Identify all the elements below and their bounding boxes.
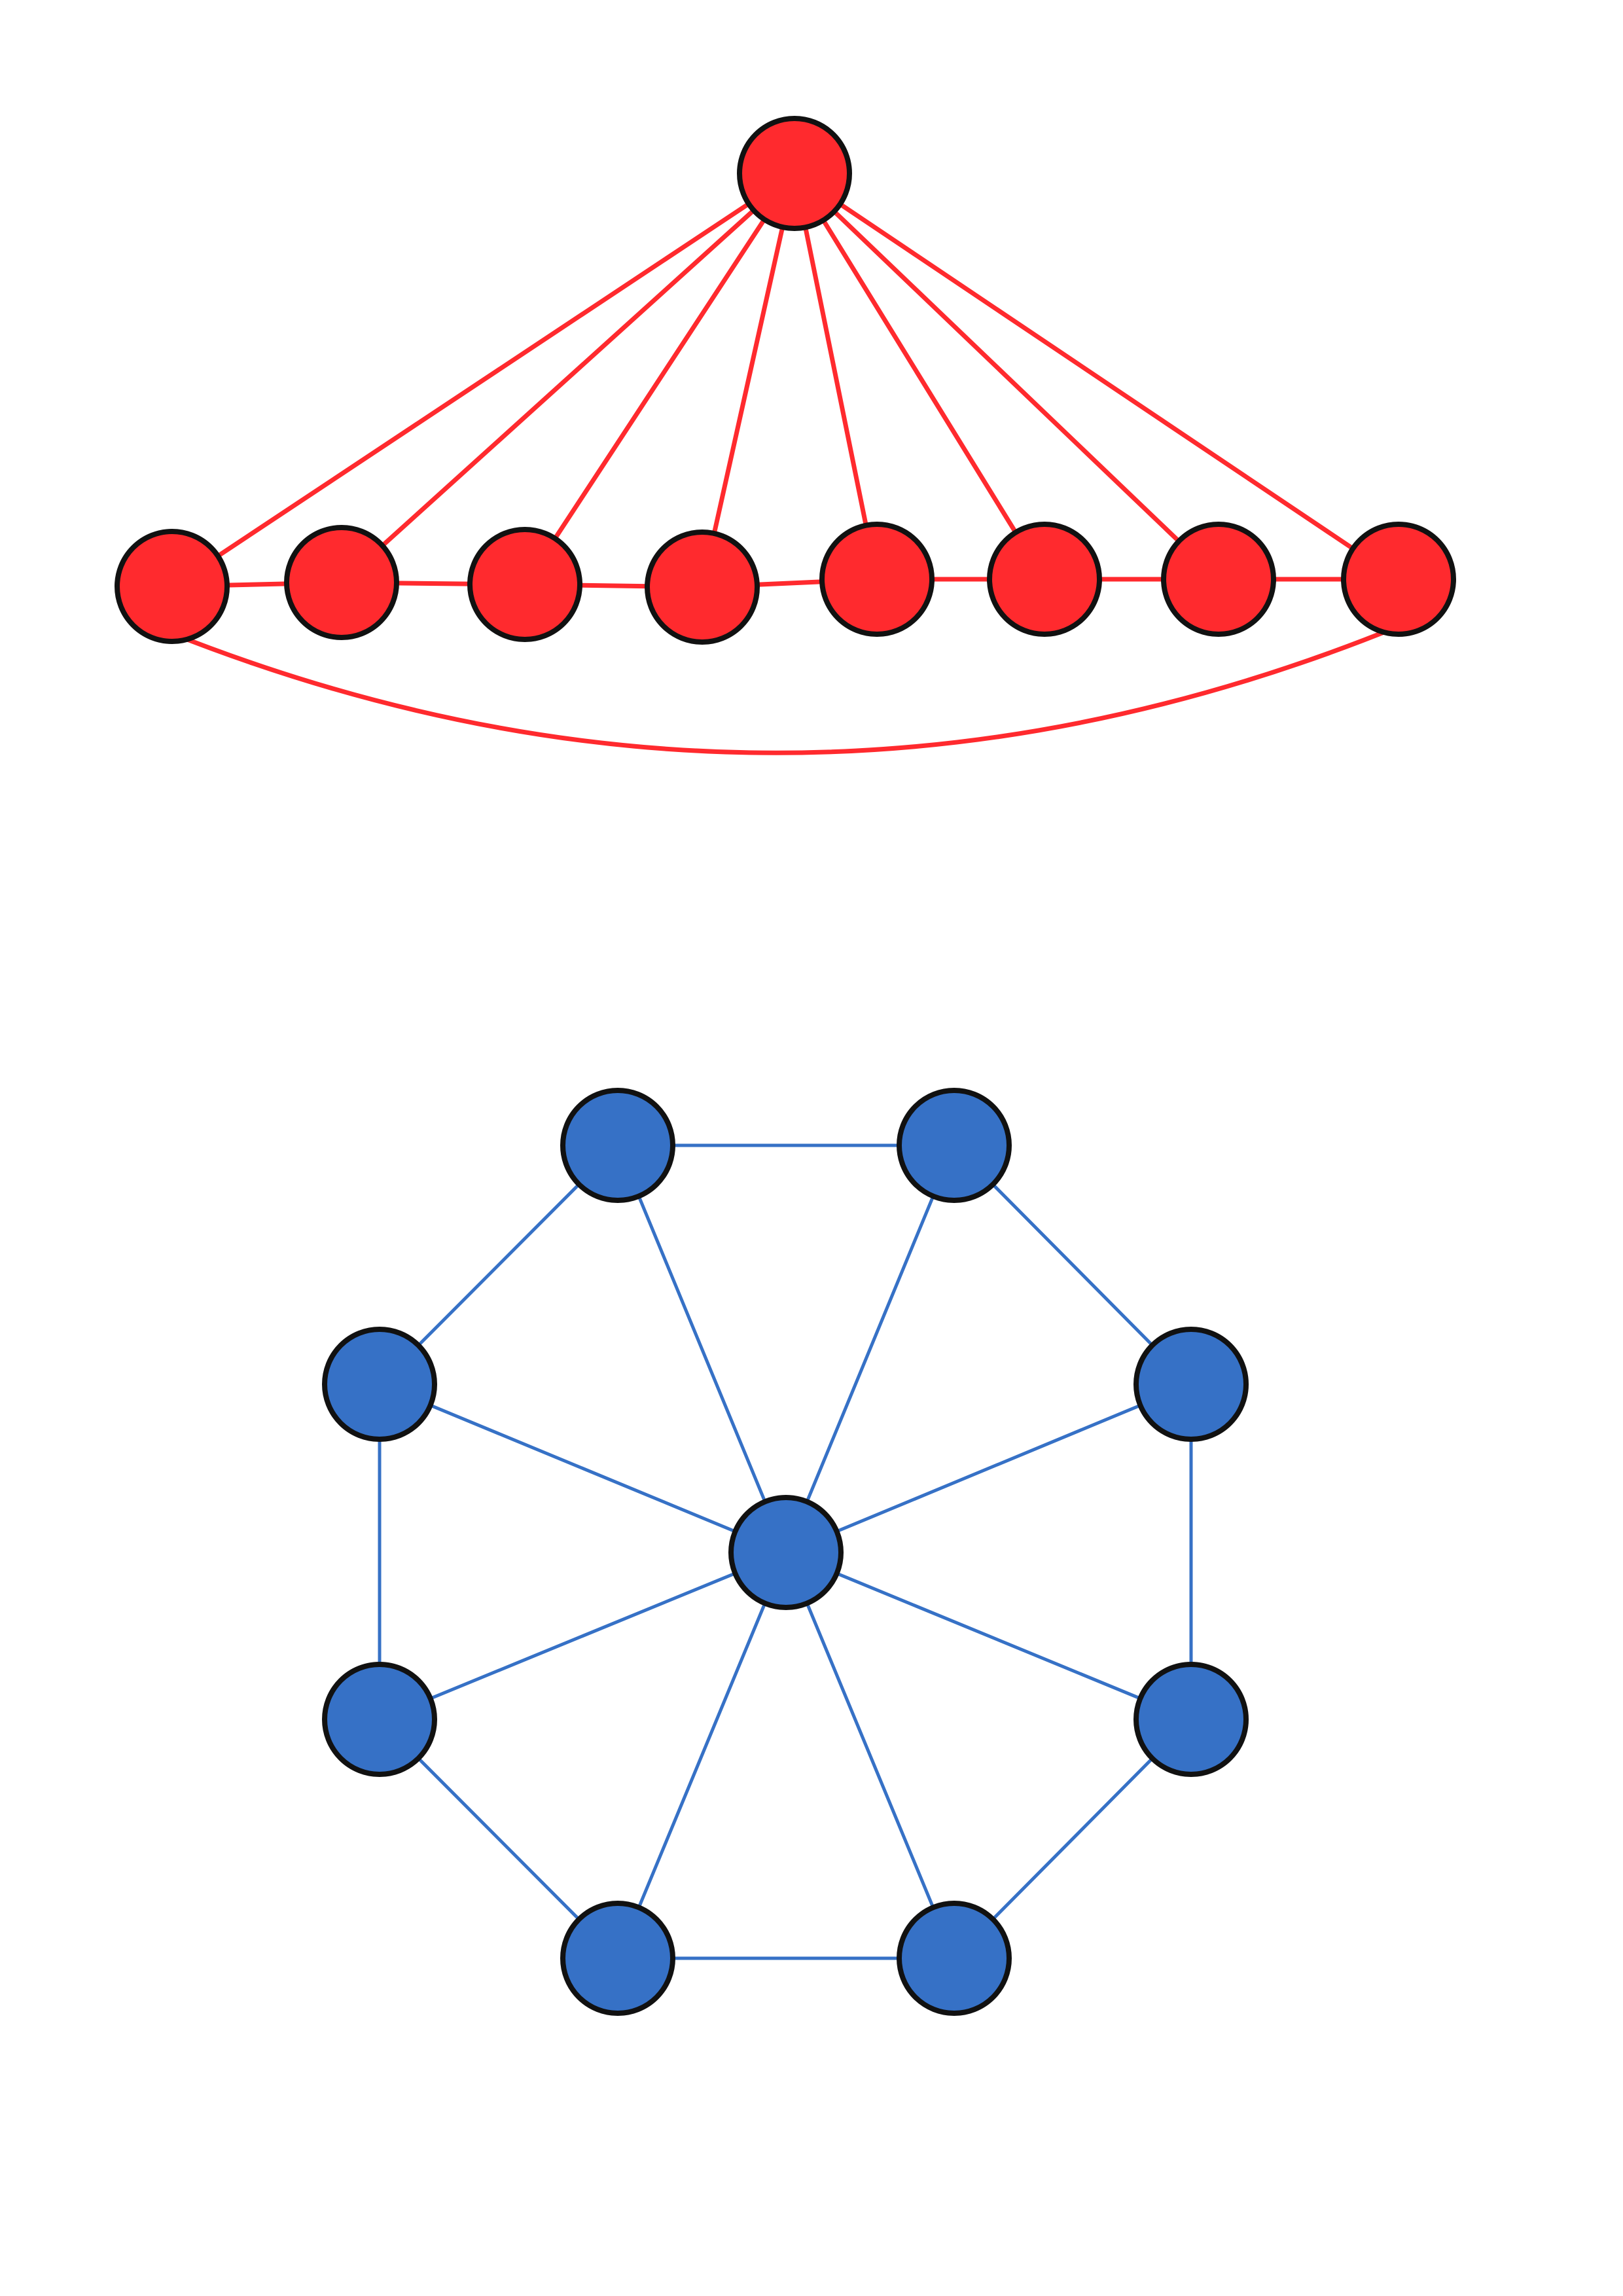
red-edge-h-r3 — [522, 171, 797, 587]
blue-node-b6 — [560, 1901, 675, 2016]
red-node-r1 — [115, 529, 230, 644]
red-edge-h-r7 — [792, 171, 1221, 582]
red-hub-node — [737, 116, 852, 231]
red-edge-h-r4 — [700, 171, 797, 590]
red-edge-h-r5 — [792, 171, 880, 582]
blue-edge-c-b3 — [784, 1382, 1193, 1554]
blue-node-b5 — [897, 1901, 1012, 2016]
red-edge-r1-r8 — [169, 624, 1401, 755]
red-wheel-graph — [115, 116, 1456, 755]
blue-edge-c-b5 — [784, 1551, 956, 1960]
blue-node-b3 — [1133, 1327, 1249, 1442]
red-graph-edges — [169, 171, 1401, 755]
red-node-r3 — [467, 527, 582, 642]
red-edge-h-r8 — [792, 171, 1401, 582]
blue-node-b7 — [322, 1662, 437, 1777]
blue-edge-c-b8 — [378, 1382, 788, 1554]
blue-wheel-graph — [322, 1088, 1249, 2016]
red-node-r6 — [987, 522, 1102, 637]
red-edge-h-r1 — [169, 171, 797, 589]
red-graph-nodes — [115, 116, 1456, 645]
red-node-r4 — [645, 529, 760, 645]
blue-edge-c-b4 — [784, 1551, 1193, 1721]
red-edge-h-r6 — [792, 171, 1047, 582]
blue-edge-c-b7 — [378, 1551, 788, 1721]
blue-node-b2 — [897, 1088, 1012, 1203]
red-node-r2 — [284, 525, 399, 640]
blue-node-b1 — [560, 1088, 675, 1203]
blue-graph-nodes — [322, 1088, 1249, 2016]
blue-node-b8 — [322, 1327, 437, 1442]
blue-hub-node — [728, 1495, 844, 1610]
blue-edge-c-b1 — [616, 1143, 788, 1554]
blue-node-b4 — [1133, 1662, 1249, 1777]
red-edge-h-r2 — [339, 171, 797, 585]
red-node-r8 — [1341, 522, 1456, 637]
red-node-r7 — [1161, 522, 1276, 637]
blue-edge-c-b6 — [616, 1551, 788, 1960]
red-node-r5 — [819, 522, 935, 637]
blue-edge-c-b2 — [784, 1143, 956, 1554]
